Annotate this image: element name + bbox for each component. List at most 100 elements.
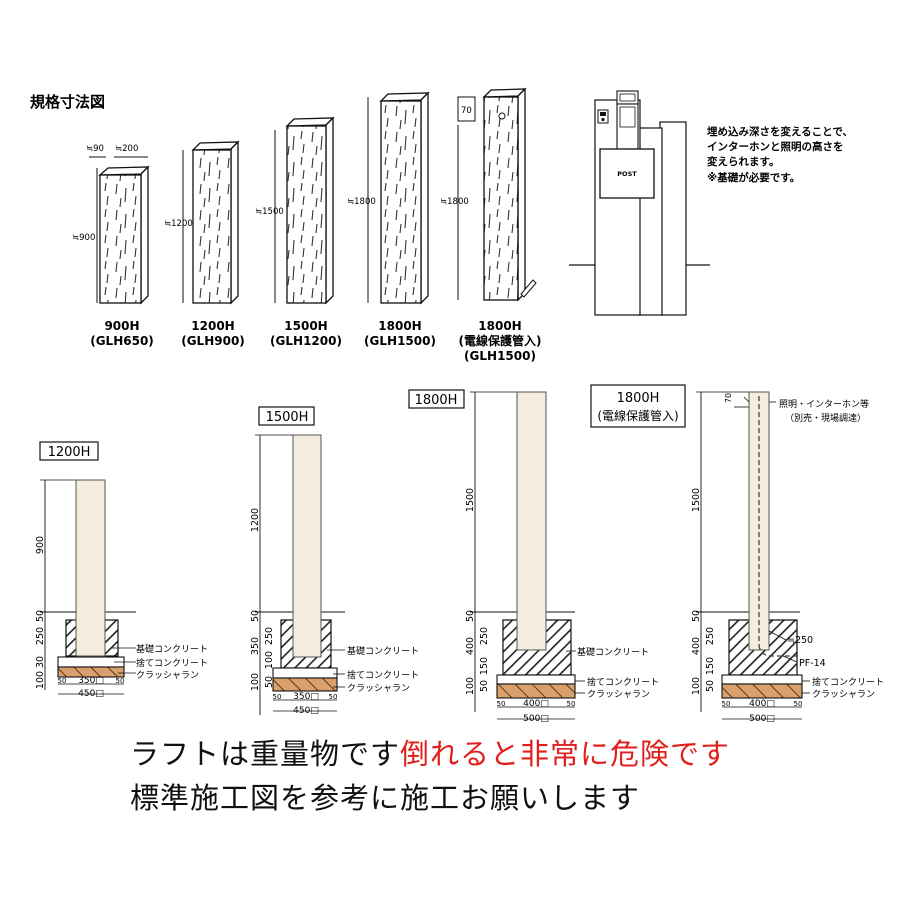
notice-line-1: ラフトは重量物です倒れると非常に危険です: [130, 732, 850, 776]
section-1800h-lean: 150: [479, 657, 490, 675]
installation-illustration: POST 埋め込み深さを変えることで、 インターホンと照明の高さを 変えられます…: [569, 90, 853, 316]
section-1800h-pipe-gl: 50: [691, 610, 702, 622]
section-1800h-outer: 500□: [523, 714, 549, 724]
section-1800h-pipe-topdim: 70: [724, 393, 733, 403]
notice-line-2: 標準施工図を参考に施工お願いします: [130, 781, 641, 815]
safety-notice: ラフトは重量物です倒れると非常に危険です 標準施工図を参考に施工お願いします: [130, 732, 850, 820]
section-1500h-label-2: 捨てコンクリート: [347, 669, 419, 681]
section-1500h-lean: 100: [264, 651, 275, 669]
post-1800h-pipe: 70 ≒1800 1800H (電線保護管入) (GLH1500): [440, 87, 542, 363]
section-1500h: 1500H 1200 50 350 250 100 100 50 基礎コンクリー…: [250, 406, 419, 716]
post-1500h-code: (GLH1200): [270, 334, 342, 348]
section-1500h-embed: 250: [264, 627, 275, 645]
section-1500h-outer: 450□: [293, 706, 319, 716]
section-1200h-gl: 50: [35, 610, 46, 622]
section-1200h-embed: 250: [35, 627, 46, 645]
section-1800h-pipe-dim: ≒250: [787, 635, 813, 646]
section-1200h-label-2: 捨てコンクリート: [136, 657, 208, 669]
illustration-note-2: インターホンと照明の高さを: [707, 140, 844, 153]
post-900h-name: 900H: [104, 319, 139, 333]
post-1200h-name: 1200H: [191, 319, 234, 333]
post-1800h-pipe-top: 70: [461, 106, 472, 116]
section-1800h-gl: 50: [465, 610, 476, 622]
section-1500h-crusher2: 50: [264, 676, 275, 688]
post-1500h-name: 1500H: [284, 319, 327, 333]
section-title: 規格寸法図: [30, 93, 105, 111]
section-1200h-above: 900: [35, 536, 46, 554]
post-1800h-pipe-name: 1800H: [478, 319, 521, 333]
section-1800h-label-2: 捨てコンクリート: [587, 676, 659, 688]
section-1800h-crusher: 100: [465, 677, 476, 695]
section-1200h-outer: 450□: [78, 689, 104, 699]
section-1800h-crusher2: 50: [479, 680, 490, 692]
section-1800h-embed: 250: [479, 627, 490, 645]
section-1800h-side-l: 50: [497, 700, 506, 708]
section-1800h-pipe: 1800H (電線保護管入) 70 1500 50 400 250 150 10…: [590, 384, 884, 724]
illustration-note-3: 変えられます。: [707, 155, 779, 168]
section-1500h-above: 1200: [250, 508, 261, 532]
section-1200h: 1200H 900 50 250 30 100 基礎コンクリート 捨てコンクリー…: [35, 441, 208, 699]
post-900h-width: ≒90: [86, 144, 104, 154]
section-1200h-title: 1200H: [48, 445, 91, 460]
post-1500h-height: ≒1500: [255, 207, 284, 217]
notice-warning-text: 倒れると非常に危険です: [400, 737, 731, 771]
section-1800h-label-3: クラッシャラン: [587, 689, 650, 700]
section-1800h-above: 1500: [465, 488, 476, 512]
section-1800h-pipe-above: 1500: [691, 488, 702, 512]
section-1500h-inner: 350□: [293, 692, 319, 702]
section-1800h-pipe-top-note: 照明・インターホン等: [779, 398, 869, 410]
post-1200h-height: ≒1200: [164, 219, 193, 229]
post-1800h: ≒1800 1800H (GLH1500): [347, 91, 436, 348]
section-1800h-pipe-label-1: 捨てコンクリート: [812, 676, 884, 688]
section-1500h-gl: 50: [250, 610, 261, 622]
section-1500h-label-1: 基礎コンクリート: [347, 645, 419, 657]
section-1800h-embed-total: 400: [465, 637, 476, 655]
section-1200h-side-l: 50: [58, 677, 67, 685]
section-1800h-pipe-side-r: 50: [794, 700, 803, 708]
section-1800h-pipe-embed-total: 400: [691, 637, 702, 655]
section-1500h-title: 1500H: [266, 410, 309, 425]
post-1800h-code: (GLH1500): [364, 334, 436, 348]
post-900h-height: ≒900: [72, 233, 95, 243]
section-1800h-title: 1800H: [415, 393, 458, 408]
section-1200h-crusher: 100: [35, 671, 46, 689]
post-box-label: POST: [617, 170, 637, 178]
section-1200h-side-r: 50: [116, 677, 125, 685]
section-1800h-pipe-name: PF-14: [799, 658, 826, 669]
section-1500h-side-r: 50: [329, 693, 338, 701]
post-1200h-code: (GLH900): [181, 334, 245, 348]
section-1500h-side-l: 50: [273, 693, 282, 701]
post-1800h-name: 1800H: [378, 319, 421, 333]
illustration-note-1: 埋め込み深さを変えることで、: [707, 125, 853, 138]
section-1800h-pipe-label-2: クラッシャラン: [812, 689, 875, 700]
section-1800h-pipe-embed: 250: [705, 627, 716, 645]
notice-heavy-text: ラフトは重量物です: [130, 737, 401, 771]
section-1800h-pipe-inner: 400□: [749, 699, 775, 709]
section-1800h-pipe-subtitle: (電線保護管入): [597, 408, 678, 423]
section-1500h-crusher: 100: [250, 673, 261, 691]
section-1800h-label-1: 基礎コンクリート: [577, 646, 649, 658]
section-1800h-side-r: 50: [567, 700, 576, 708]
section-1500h-label-3: クラッシャラン: [347, 683, 410, 694]
section-1200h-inner: 350□: [78, 676, 104, 686]
post-1800h-pipe-code: (GLH1500): [464, 349, 536, 363]
post-1800h-height: ≒1800: [347, 197, 376, 207]
section-1800h-inner: 400□: [523, 699, 549, 709]
section-1800h-pipe-top-note2: （別売・現場調達）: [785, 412, 866, 424]
post-1800h-pipe-height: ≒1800: [440, 197, 469, 207]
section-1800h-pipe-crusher2: 50: [705, 680, 716, 692]
section-1800h: 1800H 1500 50 400 250 150 100 50 基礎コンクリー…: [408, 389, 659, 724]
post-1800h-pipe-sub: (電線保護管入): [459, 333, 542, 348]
post-1500h: ≒1500 1500H (GLH1200): [255, 116, 342, 348]
section-1200h-label-1: 基礎コンクリート: [136, 643, 208, 655]
section-1800h-pipe-side-l: 50: [722, 700, 731, 708]
illustration-note-4: ※基礎が必要です。: [707, 171, 800, 184]
post-1200h: ≒1200 1200H (GLH900): [164, 140, 245, 348]
post-900h: ≒90 ≒200 ≒900 900H (GLH650): [72, 144, 154, 348]
section-1500h-embed-total: 350: [250, 637, 261, 655]
section-1200h-lean: 30: [35, 656, 46, 668]
section-1800h-pipe-lean: 150: [705, 657, 716, 675]
section-1800h-pipe-crusher: 100: [691, 677, 702, 695]
section-1200h-label-3: クラッシャラン: [136, 670, 199, 681]
